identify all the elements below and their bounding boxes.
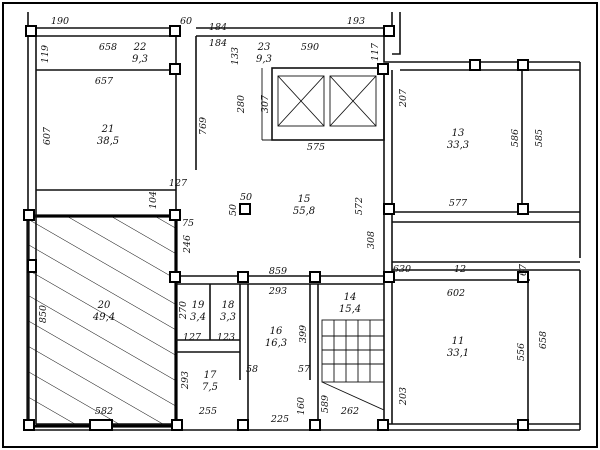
dim-label: 293: [180, 371, 191, 390]
room-16-number: 16: [270, 326, 283, 337]
dim-label: 307: [260, 94, 271, 113]
dim-label: 262: [340, 406, 359, 417]
dim-label: 769: [198, 117, 209, 135]
room-19-number: 19: [192, 300, 205, 311]
dim-label: 123: [217, 332, 235, 343]
dim-label: 572: [354, 197, 365, 215]
room-19-area: 3,4: [190, 312, 206, 323]
dim-label: 280: [236, 95, 247, 114]
dim-label: 67: [518, 263, 529, 276]
dim-label: 75: [182, 218, 194, 229]
dim-label: 630: [393, 264, 411, 275]
room-15-number: 15: [298, 194, 311, 205]
room-20-area: 49,4: [92, 312, 115, 323]
dim-label: 184: [209, 22, 227, 33]
room-14-area: 15,4: [339, 304, 361, 315]
room-11-number: 11: [452, 336, 465, 347]
dim-label: 127: [183, 332, 202, 343]
dim-label: 293: [268, 286, 287, 297]
dim-label: 127: [169, 178, 188, 189]
dim-label: 602: [447, 288, 465, 299]
room-20-number: 20: [97, 300, 111, 311]
dim-label: 658: [538, 331, 549, 349]
dim-label: 57: [298, 364, 311, 375]
room-23-number: 23: [257, 42, 271, 53]
room-13-area: 33,3: [447, 140, 469, 151]
room-22-number: 22: [133, 42, 147, 53]
room-14-number: 14: [344, 292, 357, 303]
dim-label: 104: [148, 191, 159, 209]
dim-label: 117: [370, 42, 381, 61]
room-23-area: 9,3: [256, 54, 272, 65]
dim-label: 399: [298, 325, 309, 343]
room-21-number: 21: [101, 124, 115, 135]
dim-label: 658: [99, 42, 117, 53]
dim-label: 270: [178, 301, 189, 320]
room-22-area: 9,3: [132, 54, 148, 65]
dim-label: 590: [301, 42, 319, 53]
dim-label: 255: [198, 406, 217, 417]
room-18-area: 3,3: [220, 312, 236, 323]
dim-label: 589: [320, 395, 331, 413]
dim-label: 50: [240, 192, 252, 203]
room-17-area: 7,5: [202, 382, 218, 393]
dim-label: 246: [182, 235, 193, 254]
dim-label: 577: [449, 198, 468, 209]
elevator-shafts: [261, 67, 385, 141]
stairs: [321, 319, 385, 411]
room-16-area: 16,3: [265, 338, 287, 349]
room-11-area: 33,1: [447, 348, 469, 359]
dim-label: 190: [51, 16, 69, 27]
dim-label: 586: [510, 129, 521, 147]
dim-label: 308: [366, 231, 377, 249]
dim-label: 60: [180, 16, 192, 27]
room-labels: 22 9,3 23 9,3 21 38,5 13 33,3 15 55,8 20…: [92, 42, 469, 393]
columns: [23, 25, 529, 431]
dim-label: 556: [516, 343, 527, 361]
dim-label: 203: [398, 387, 409, 406]
dim-label: 657: [95, 76, 114, 87]
dimension-labels: 190 60 184 193 658 184 590 119 117 657 1…: [38, 16, 549, 425]
dim-label: 859: [269, 266, 287, 277]
room-17-number: 17: [204, 370, 217, 381]
dim-label: 133: [230, 47, 241, 65]
dim-label: 50: [228, 204, 239, 216]
dim-label: 585: [534, 129, 545, 147]
dim-label: 160: [296, 397, 307, 415]
dim-label: 184: [209, 38, 227, 49]
dim-label: 225: [270, 414, 289, 425]
dim-label: 119: [40, 45, 51, 63]
dim-label: 58: [246, 364, 258, 375]
room-20-hatch: [28, 216, 176, 426]
dim-label: 12: [454, 264, 466, 275]
dim-label: 850: [38, 305, 49, 323]
room-15-area: 55,8: [293, 206, 315, 217]
dim-label: 207: [398, 88, 409, 108]
dim-label: 582: [95, 406, 113, 417]
dim-label: 575: [307, 142, 325, 153]
room-18-number: 18: [222, 300, 235, 311]
room-21-area: 38,5: [97, 136, 119, 147]
dim-label: 193: [347, 16, 365, 27]
dim-label: 607: [42, 126, 53, 145]
room-13-number: 13: [452, 128, 465, 139]
